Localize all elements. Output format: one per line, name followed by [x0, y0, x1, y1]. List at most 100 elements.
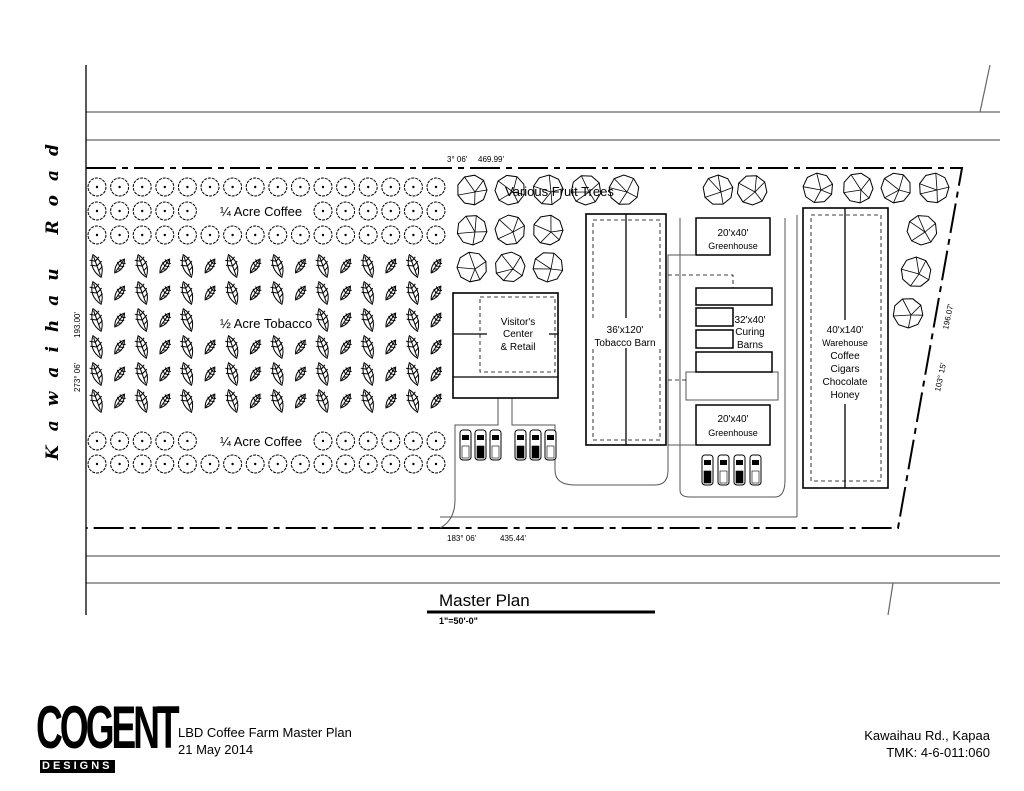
- tobacco-plant-icon: [134, 361, 148, 387]
- curing-complex: [668, 217, 773, 446]
- tobacco-plant-icon: [430, 393, 443, 409]
- tobacco-plant-icon: [204, 393, 217, 409]
- coffee-plants: [87, 177, 446, 474]
- tobacco-barn-size: 36'x120': [607, 325, 644, 336]
- coffee-plant-icon: [381, 225, 401, 245]
- tobacco-plant-icon: [249, 285, 262, 301]
- warehouse-building: [802, 207, 889, 489]
- coffee-plant-icon: [110, 201, 130, 221]
- tobacco-barn-building: [585, 213, 667, 446]
- tobacco-plant-icon: [225, 334, 239, 360]
- tobacco-plant-icon: [179, 280, 194, 306]
- coffee-plant-icon: [313, 177, 333, 197]
- coffee-plant-icon: [132, 177, 152, 197]
- tobacco-plant-icon: [430, 312, 443, 328]
- coffee-plant-icon: [200, 177, 220, 197]
- tobacco-plant-icon: [405, 388, 420, 414]
- coffee-plant-icon: [177, 201, 197, 221]
- coffee-plant-icon: [223, 225, 243, 245]
- tobacco-plant-icon: [249, 393, 262, 409]
- coffee-plant-icon: [358, 177, 378, 197]
- coffee-plant-icon: [313, 454, 333, 474]
- driveways: [439, 215, 798, 529]
- coffee-plant-icon: [403, 454, 423, 474]
- car-icon: [474, 429, 487, 461]
- tobacco-plant-icon: [315, 253, 329, 279]
- coffee-plant-icon: [403, 225, 423, 245]
- coffee-plant-icon: [426, 431, 446, 451]
- car-icon: [459, 429, 472, 461]
- coffee-plant-icon: [223, 454, 243, 474]
- tobacco-plant-icon: [89, 307, 103, 333]
- tobacco-plant-icon: [159, 285, 171, 301]
- fruit-tree-icon: [843, 172, 874, 204]
- tobacco-plant-icon: [405, 280, 420, 306]
- fruit-tree-icon: [608, 174, 640, 205]
- coffee-plant-icon: [313, 225, 333, 245]
- tobacco-plant-icon: [159, 366, 171, 382]
- coffee-plant-icon: [87, 454, 107, 474]
- tobacco-plant-icon: [315, 280, 329, 306]
- fruit-tree-icon: [570, 175, 602, 206]
- tobacco-plant-icon: [385, 339, 397, 355]
- tobacco-label: ½ Acre Tobacco: [220, 316, 312, 331]
- logo-main: COGENT: [36, 694, 180, 761]
- tobacco-plant-icon: [249, 339, 262, 355]
- plan-heading: Master Plan: [439, 591, 530, 610]
- tobacco-plant-icon: [430, 285, 443, 301]
- coffee-plant-icon: [177, 177, 197, 197]
- warehouse-label-1: Warehouse: [822, 338, 868, 348]
- coffee-plant-icon: [132, 454, 152, 474]
- logo-sub: DESIGNS: [40, 760, 115, 773]
- warehouse-label-4: Chocolate: [822, 377, 867, 388]
- fruit-tree-icon: [736, 175, 768, 206]
- fruit-tree-icon: [702, 174, 734, 205]
- tmk-number: TMK: 4-6-011:060: [886, 745, 990, 760]
- coffee-plant-icon: [268, 177, 288, 197]
- cogent-logo: COGENT DESIGNS: [36, 698, 180, 778]
- tobacco-plant-icon: [179, 334, 194, 360]
- tobacco-plant-icon: [340, 285, 352, 301]
- tobacco-plant-icon: [159, 393, 171, 409]
- bottom-length: 435.44': [500, 534, 526, 543]
- tobacco-plant-icon: [225, 388, 239, 414]
- coffee-plant-icon: [200, 454, 220, 474]
- visitor-center-label-2: Center: [503, 329, 534, 340]
- car-icon: [733, 454, 746, 486]
- road-name: Kawaihau Road: [43, 130, 63, 461]
- coffee-plant-icon: [132, 431, 152, 451]
- tobacco-plant-icon: [430, 366, 443, 382]
- coffee-plant-icon: [268, 454, 288, 474]
- fruit-tree-icon: [533, 214, 564, 246]
- parking-cars: [459, 429, 762, 486]
- coffee-plant-icon: [403, 201, 423, 221]
- coffee-plant-icon: [381, 431, 401, 451]
- car-icon: [701, 454, 714, 486]
- tobacco-plant-icon: [204, 258, 217, 274]
- tobacco-plant-icon: [405, 307, 420, 333]
- tobacco-plant-icon: [179, 253, 194, 279]
- tobacco-plant-icon: [159, 258, 171, 274]
- tobacco-plant-icon: [179, 388, 194, 414]
- tobacco-plant-icon: [405, 253, 420, 279]
- coffee-plant-icon: [155, 431, 175, 451]
- tobacco-plant-icon: [134, 280, 148, 306]
- tobacco-plant-icon: [270, 280, 284, 306]
- tobacco-plant-icon: [114, 285, 126, 301]
- property-boundary: [86, 167, 964, 529]
- car-icon: [717, 454, 730, 486]
- visitor-center-label-1: Visitor's: [501, 317, 536, 328]
- fruit-tree-icon: [892, 298, 924, 329]
- tobacco-plant-icon: [159, 339, 171, 355]
- tobacco-plant-icon: [430, 258, 443, 274]
- coffee-plant-icon: [110, 431, 130, 451]
- greenhouse-bottom-size: 20'x40': [717, 414, 748, 425]
- curing-barns-label-2: Barns: [737, 340, 763, 351]
- fruit-tree-icon: [906, 215, 938, 246]
- coffee-plant-icon: [403, 431, 423, 451]
- tobacco-plant-icon: [295, 366, 307, 382]
- tobacco-plant-icon: [340, 258, 352, 274]
- project-date: 21 May 2014: [178, 742, 254, 757]
- coffee-plant-icon: [155, 201, 175, 221]
